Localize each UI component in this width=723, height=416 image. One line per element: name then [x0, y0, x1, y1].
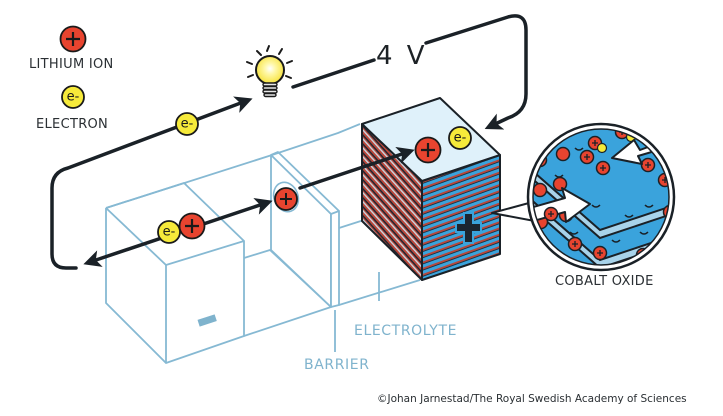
container-left-diagonal — [105, 207, 167, 266]
light-bulb-icon — [246, 45, 293, 98]
cobalt-oxide-callout: COBALT OXIDE — [491, 122, 676, 289]
wire-anode-to-lamp — [50, 96, 253, 270]
cathode-plus-icon — [455, 212, 482, 244]
cobalt-oxide-label: COBALT OXIDE — [555, 274, 654, 289]
lithium-ion-icon — [59, 25, 87, 53]
container-left-face — [105, 208, 167, 364]
electron-at-anode-symbol: e- — [163, 225, 176, 240]
electron-on-wire-symbol: e- — [181, 117, 194, 132]
barrier-label: BARRIER — [304, 357, 370, 373]
wire-lamp-to-voltage — [291, 58, 376, 89]
legend-lithium-ion-label: LITHIUM ION — [29, 57, 114, 72]
cathode-stack — [361, 97, 501, 281]
ion-at-anode — [178, 212, 206, 240]
ion-at-cathode — [414, 136, 442, 164]
image-credit: ©Johan Jarnestad/The Royal Swedish Acade… — [377, 393, 687, 405]
legend-electron-label: ELECTRON — [36, 117, 108, 132]
anode-minus-icon — [197, 314, 217, 327]
electron-at-cathode-symbol: e- — [454, 131, 467, 146]
external-circuit: 4 V — [50, 14, 528, 270]
ion-flow-arrow-cathode — [298, 147, 415, 190]
electron-on-wire: e- — [175, 112, 199, 136]
container-floor — [243, 306, 332, 337]
electron-icon: e- — [61, 85, 85, 109]
ion-in-barrier — [274, 187, 298, 211]
electrolyte-label: ELECTROLYTE — [354, 323, 457, 339]
electron-symbol: e- — [67, 90, 80, 105]
barrier — [270, 151, 340, 308]
voltage-label: 4 V — [376, 41, 428, 71]
wire-voltage-to-cathode — [424, 14, 528, 130]
container-back-edge — [105, 123, 361, 209]
legend: LITHIUM ION e- ELECTRON — [29, 25, 114, 132]
electron-at-anode: e- — [157, 220, 181, 244]
anode-block — [105, 182, 245, 364]
electron-at-cathode: e- — [448, 126, 472, 150]
